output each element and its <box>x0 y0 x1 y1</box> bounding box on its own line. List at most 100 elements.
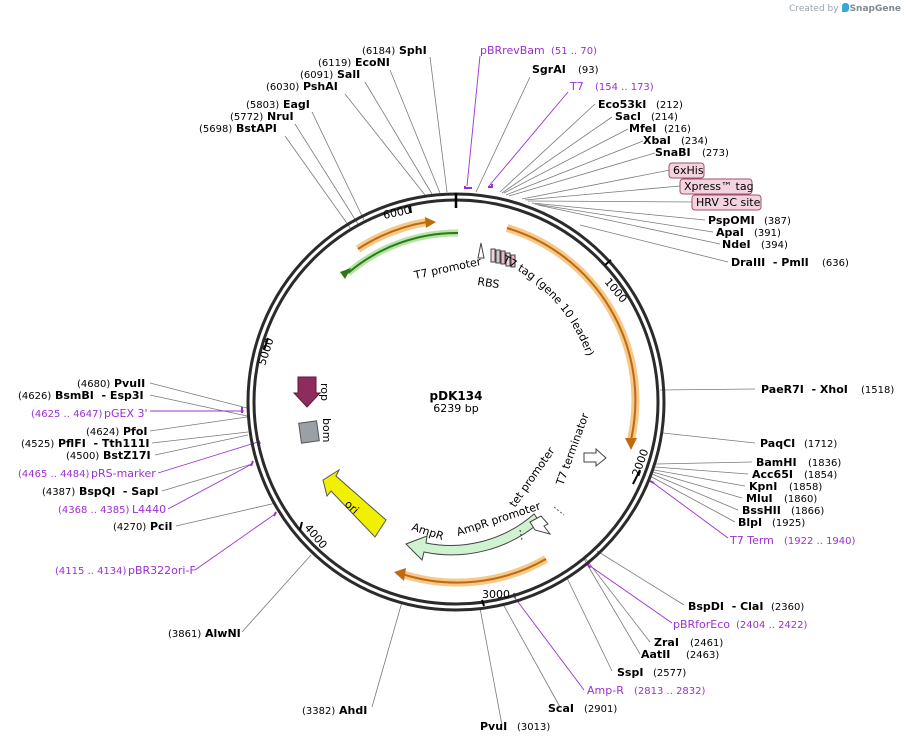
svg-text:(4500): (4500) <box>66 451 99 462</box>
tet-promoter-arrow <box>529 515 552 535</box>
svg-text:(1925): (1925) <box>772 518 805 529</box>
svg-text:(1518): (1518) <box>861 385 894 396</box>
svg-text:(6091): (6091) <box>300 70 333 81</box>
snapgene-logo-icon <box>841 3 849 12</box>
t7-tag-orange-arc <box>505 224 640 441</box>
svg-text:Amp-R: Amp-R <box>587 684 624 697</box>
tick-3000: 3000 <box>482 588 510 601</box>
svg-text:BstAPI: BstAPI <box>236 122 277 135</box>
svg-text:BsmBI - Esp3I: BsmBI - Esp3I <box>55 389 144 402</box>
enzyme-pfoi: (4624) PfoI <box>86 425 148 438</box>
svg-text:PciI: PciI <box>150 520 172 533</box>
svg-text:(3861): (3861) <box>168 629 201 640</box>
green-arc-head <box>340 268 351 279</box>
enzyme-xbai: XbaI(234) <box>643 134 708 147</box>
enzyme-sgrai: SgrAI(93) <box>532 63 599 76</box>
boxed-features: 6xHis Xpress™ tag HRV 3C site <box>668 162 762 211</box>
svg-text:BspQI - SapI: BspQI - SapI <box>79 485 159 498</box>
label-xpress-tag: Xpress™ tag <box>684 180 754 193</box>
enzyme-mlui: MluI(1860) <box>746 492 817 505</box>
svg-text:(2463): (2463) <box>686 650 719 661</box>
enzyme-pspomi: PspOMI (387) <box>708 214 791 227</box>
svg-text:(4624): (4624) <box>86 427 119 438</box>
enzyme-aatii: AatII(2463) <box>641 648 719 661</box>
svg-text:DraIII - PmlI: DraIII - PmlI <box>731 256 809 269</box>
enzyme-pflfi-tth111i: (4525)PflFI - Tth111I <box>21 437 150 450</box>
svg-text:EcoNI: EcoNI <box>355 56 390 69</box>
enzyme-zrai: ZraI(2461) <box>654 636 723 649</box>
enzyme-pvuii: (4680)PvuII <box>77 377 145 390</box>
primer-labels: pBRrevBam(51 .. 70) T7(154 .. 173) T7 Te… <box>18 44 856 697</box>
rop-arrow <box>292 376 322 408</box>
svg-text:MfeI: MfeI <box>629 122 656 135</box>
enzyme-draiii-pmli: DraIII - PmlI (636) <box>731 256 849 269</box>
svg-text:PaqCI: PaqCI <box>760 437 795 450</box>
enzyme-acc65i: Acc65I(1854) <box>752 468 837 481</box>
enzyme-saci: SacI(214) <box>615 110 678 123</box>
primer-amp-r: Amp-R (2813 .. 2832) <box>587 684 706 697</box>
tag-cluster <box>490 248 516 268</box>
svg-text:(4525): (4525) <box>21 439 54 450</box>
svg-text:(154 .. 173): (154 .. 173) <box>595 82 654 93</box>
svg-text:SgrAI: SgrAI <box>532 63 566 76</box>
label-t7-terminator: T7 terminator <box>553 411 592 488</box>
svg-text:(212): (212) <box>656 100 683 111</box>
svg-text:PaeR7I - XhoI: PaeR7I - XhoI <box>761 383 848 396</box>
svg-text:Acc65I: Acc65I <box>752 468 793 481</box>
svg-text:pRS-marker: pRS-marker <box>91 467 156 480</box>
svg-text:(273): (273) <box>702 148 729 159</box>
svg-text:PspOMI: PspOMI <box>708 214 755 227</box>
primer-pbrrevbam: pBRrevBam(51 .. 70) <box>480 44 597 57</box>
svg-text:SnaBI: SnaBI <box>655 146 691 159</box>
svg-text:AlwNI: AlwNI <box>205 627 241 640</box>
svg-text:(636): (636) <box>822 258 849 269</box>
svg-text:SphI: SphI <box>399 44 427 57</box>
enzyme-alwni: (3861) AlwNI <box>168 627 241 640</box>
svg-text:(2404 .. 2422): (2404 .. 2422) <box>736 620 808 631</box>
svg-text:(4115 .. 4134): (4115 .. 4134) <box>55 566 127 577</box>
svg-text:(2461): (2461) <box>690 638 723 649</box>
enzyme-paqci: PaqCI(1712) <box>760 437 837 450</box>
svg-text:SacI: SacI <box>615 110 641 123</box>
bom-box <box>298 420 320 444</box>
primer-pbrforeco: pBRforEco(2404 .. 2422) <box>673 618 808 631</box>
svg-text:NdeI: NdeI <box>722 238 751 251</box>
enzyme-eco53ki: Eco53kI(212) <box>598 98 683 111</box>
svg-text:PshAI: PshAI <box>303 80 338 93</box>
svg-text:(4626): (4626) <box>18 391 51 402</box>
enzyme-pshai: (6030) PshAI <box>266 80 338 93</box>
t7-promoter-arrow <box>477 242 485 259</box>
label-6xhis: 6xHis <box>673 164 704 177</box>
svg-text:(3382): (3382) <box>302 706 335 717</box>
svg-text:BssHII: BssHII <box>742 504 781 517</box>
svg-text:(387): (387) <box>764 216 791 227</box>
primer-t7-term: T7 Term(1922 .. 1940) <box>729 534 856 547</box>
svg-text:(4368 .. 4385): (4368 .. 4385) <box>58 505 130 516</box>
svg-text:AhdI: AhdI <box>339 704 367 717</box>
label-rbs: RBS <box>477 275 501 291</box>
svg-text:(2813 .. 2832): (2813 .. 2832) <box>634 686 706 697</box>
primer-l4440: (4368 .. 4385)L4440 <box>58 503 166 516</box>
enzyme-pvui: PvuI(3013) <box>480 720 550 733</box>
enzyme-kpni: KpnI(1858) <box>749 480 822 493</box>
svg-text:(394): (394) <box>761 240 788 251</box>
enzyme-ndei: NdeI (394) <box>722 238 788 251</box>
enzyme-bstapi: (5698)BstAPI <box>199 122 277 135</box>
svg-text:BlpI: BlpI <box>738 516 762 529</box>
plasmid-name: pDK134 <box>430 389 483 403</box>
tick-marks <box>263 205 641 607</box>
svg-text:(6184): (6184) <box>362 46 395 57</box>
enzyme-pcii: (4270)PciI <box>113 520 172 533</box>
svg-text:(6030): (6030) <box>266 82 299 93</box>
svg-text:PfoI: PfoI <box>123 425 148 438</box>
svg-text:(216): (216) <box>664 124 691 135</box>
enzyme-sphi: (6184) SphI <box>362 44 427 57</box>
primer-t7: T7(154 .. 173) <box>569 80 654 93</box>
tick-6000: 6000 <box>382 203 412 222</box>
svg-text:BamHI: BamHI <box>756 456 797 469</box>
svg-text:(51 .. 70): (51 .. 70) <box>551 46 597 57</box>
svg-text:NruI: NruI <box>267 110 294 123</box>
svg-text:(5772): (5772) <box>230 112 263 123</box>
svg-text:ApaI: ApaI <box>716 226 744 239</box>
label-t7-promoter: T7 promoter <box>412 255 483 282</box>
